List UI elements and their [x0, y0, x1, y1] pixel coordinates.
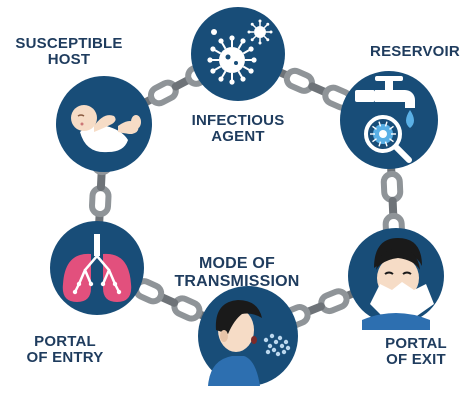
lungs-icon — [62, 234, 132, 302]
label-portal-of-exit: PORTAL OF EXIT — [385, 335, 447, 368]
coughing-person-icon — [208, 300, 291, 386]
node-infectious-agent — [191, 7, 285, 101]
label-mode-of-transmission: MODE OF TRANSMISSION — [174, 255, 300, 290]
sneezing-person-icon — [362, 238, 434, 330]
node-mode-of-transmission — [198, 286, 298, 386]
label-reservoir: RESERVOIR — [370, 43, 460, 60]
node-susceptible-host — [56, 76, 152, 172]
label-portal-of-entry: PORTAL OF ENTRY — [26, 333, 104, 366]
node-circles — [50, 7, 444, 386]
baby-icon — [71, 105, 141, 153]
node-portal-of-entry — [50, 221, 144, 315]
node-portal-of-exit — [348, 228, 444, 330]
node-reservoir — [340, 71, 438, 169]
label-susceptible-host: SUSCEPTIBLE HOST — [15, 35, 123, 68]
label-infectious-agent: INFECTIOUS AGENT — [191, 112, 285, 145]
virus-icon — [207, 19, 273, 85]
faucet-bacteria-icon — [355, 76, 415, 163]
